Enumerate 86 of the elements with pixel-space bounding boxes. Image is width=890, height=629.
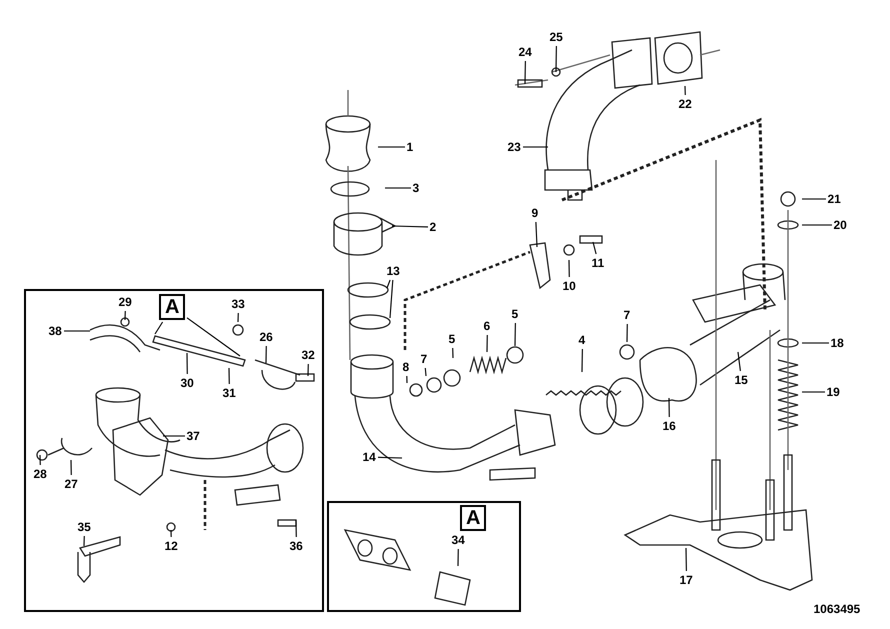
callout-number: 5 [512,307,518,321]
callout-number: 35 [78,520,91,534]
callout-number: 13 [386,264,400,278]
leader-line [378,146,405,148]
leader-line [685,548,687,571]
leader-line [486,335,488,352]
callout-number: 38 [48,324,62,338]
leader-line [424,368,427,376]
leader-line [83,536,85,546]
leader-line [406,376,408,384]
leader-line [295,520,297,537]
callout-number: 6 [484,319,490,333]
leader-line [555,46,557,72]
callout-number: 36 [290,539,303,553]
leader-line [802,224,832,226]
callout-number: 18 [830,336,844,350]
leader-line [228,368,230,384]
leader-line [237,312,239,322]
callout-number: 26 [260,330,273,344]
callout-number: 32 [302,348,315,362]
callout-number: 34 [452,533,465,547]
leader-line [523,146,548,148]
callout-number: 3 [412,181,420,195]
callout-number: 16 [662,419,676,433]
callout-number: 12 [164,539,178,553]
callout-number: 11 [592,256,604,270]
leader-line [592,242,597,254]
leader-line [802,391,825,393]
callout-number: 29 [118,295,132,309]
leader-line [124,310,126,320]
leader-line [535,222,538,248]
callout-number: 25 [550,30,563,44]
callout-number: 14 [362,450,376,464]
leader-line [457,549,459,566]
callout-number: 10 [562,279,576,293]
callout-number: 4 [578,333,586,347]
callout-number: 37 [186,429,200,443]
leader-line [186,317,240,356]
callout-number: 20 [834,218,847,232]
leader-line [389,280,394,318]
callout-number: 24 [518,45,532,59]
callout-number: 5 [448,332,456,346]
callout-number: 22 [678,97,692,111]
leader-line [170,530,172,538]
callout-number: 28 [34,467,47,481]
drawing-number: 1063495 [814,602,860,616]
callout-number: 31 [222,386,236,400]
callout-number: 7 [624,308,630,322]
leader-line [524,61,526,84]
leader-line [392,225,428,228]
leader-line [802,198,826,200]
detail-marker: A [460,505,486,531]
leader-line [39,454,41,466]
leader-line [385,187,411,189]
detail-marker: A [159,294,186,320]
callout-number: 33 [232,297,245,311]
leader-line [626,324,628,342]
callout-number: 23 [508,140,521,154]
callout-number: 7 [420,352,428,366]
leader-line [307,364,309,376]
callout-number: 1 [406,140,414,154]
leader-line [737,352,741,372]
callout-number: 9 [532,206,538,220]
leader-line [154,322,164,334]
leader-line [163,435,185,437]
callout-number: 30 [180,376,194,390]
leader-line [64,330,90,332]
leader-line [452,348,454,358]
callout-number: 17 [680,573,693,587]
callout-number: 2 [430,220,436,234]
leader-line [386,280,391,288]
leader-line [70,460,72,476]
leader-line [568,260,570,277]
leader-line [668,398,670,417]
leader-line [684,86,686,96]
callout-number: 21 [828,192,841,206]
leader-line [802,342,829,344]
leader-line [514,323,516,346]
callout-number: 27 [64,477,78,491]
leader-line [186,353,188,374]
callout-number: 8 [402,360,410,374]
leader-line [581,349,583,372]
leader-line [378,456,402,459]
leader-line [265,346,267,363]
callout-number: 15 [734,373,748,387]
callout-number: 19 [826,385,840,399]
